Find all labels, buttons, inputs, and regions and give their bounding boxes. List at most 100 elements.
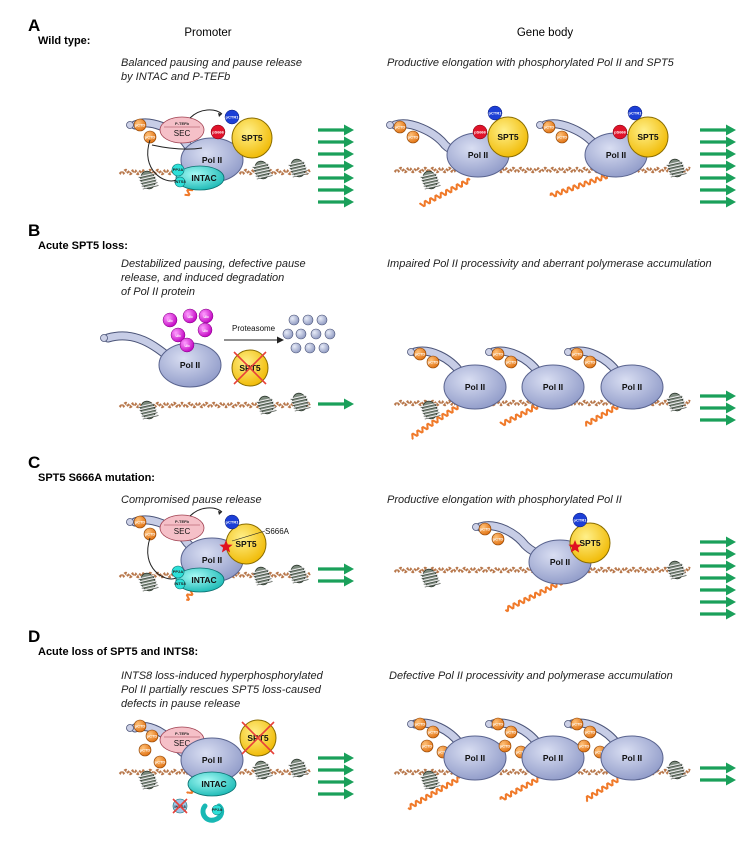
arrow-head: [344, 752, 354, 764]
nucleosome-wrap: [254, 768, 271, 774]
ps666-phospho: [612, 124, 628, 140]
pctr1-phospho: [572, 512, 588, 528]
ptefb-label: P-TEFb: [175, 731, 190, 736]
nucleosome-wrap: [141, 182, 158, 187]
nucleosome: [666, 158, 687, 178]
nucleosome-wrap: [138, 772, 155, 778]
pctd-phospho: [583, 725, 597, 739]
ubiquitin: [179, 337, 195, 353]
nucleosome-wrap: [666, 394, 683, 400]
pol2-label: Pol II: [622, 382, 642, 392]
pol2-complex: [521, 364, 585, 410]
nucleosome-wrap: [290, 573, 307, 578]
ps666-phospho: [472, 124, 488, 140]
nucleosome-wrap: [139, 776, 156, 781]
nucleosome-wrap: [669, 572, 686, 577]
nucleosome-wrap: [140, 778, 157, 784]
nucleosome-wrap: [294, 406, 311, 412]
pp2a-label: PP2A: [212, 807, 223, 812]
arrow-head: [218, 511, 222, 515]
nucleosome-wrap: [666, 161, 683, 167]
ints8-subunit: [174, 176, 186, 188]
pctd-label: pCTD: [585, 729, 596, 734]
nucleosome-wrap: [254, 574, 271, 580]
ubiquitin: [197, 322, 213, 338]
nucleosome-wrap: [258, 404, 275, 409]
nucleosome-wrap: [141, 782, 158, 787]
nucleosome-wrap: [669, 169, 686, 175]
pctd-phospho: [478, 522, 492, 536]
nucleosome: [252, 760, 273, 780]
nucleosome-wrap: [253, 766, 270, 771]
nucleosome-wrap: [423, 182, 440, 187]
s666a-pointer: [231, 530, 266, 542]
nucleosome-wrap: [141, 181, 158, 187]
pctd-label: pCTD: [155, 759, 166, 764]
nucleosome-wrap: [424, 784, 441, 790]
pctd-label: pCTD: [145, 134, 156, 139]
nucleosome-wrap: [668, 167, 685, 172]
pol2-label: Pol II: [465, 382, 485, 392]
nucleosome-wrap: [294, 407, 311, 412]
nucleosome: [420, 170, 441, 190]
nucleosome-wrap: [289, 163, 306, 169]
nascent-rna: [407, 775, 461, 811]
nucleosome-wrap: [259, 407, 276, 412]
nucleosome-wrap: [422, 576, 439, 582]
promoter-description: INTS8 loss-induced hyperphosphorylated: [121, 670, 324, 682]
nucleosome-wrap: [421, 775, 438, 781]
nucleosome-wrap: [668, 400, 685, 406]
arrow-head: [726, 572, 736, 584]
pol2-label: Pol II: [550, 557, 570, 567]
nucleosome-wrap: [254, 575, 271, 580]
nucleosome-wrap: [668, 568, 685, 574]
arrow-head: [726, 196, 736, 208]
nucleosome-wrap: [670, 407, 687, 412]
arrow-head: [726, 136, 736, 148]
intac-complex: [175, 567, 225, 593]
nucleosome-wrap: [668, 401, 685, 406]
nucleosome-wrap: [141, 584, 158, 589]
pol2-label: Pol II: [468, 150, 488, 160]
gene-body-description: Productive elongation with phosphorylate…: [387, 57, 675, 69]
panel-a-text: A Wild type: Balanced pausing and pause …: [28, 16, 675, 83]
arrow-head: [344, 776, 354, 788]
nucleosome-wrap: [422, 179, 439, 184]
pp2a-subunit: [211, 804, 223, 816]
nucleosome-wrap: [139, 578, 156, 583]
nucleosome-wrap: [290, 767, 307, 772]
nucleosome-wrap: [670, 173, 687, 178]
sec-complex: [159, 514, 205, 542]
nucleosome-wrap: [292, 172, 309, 178]
pp2a-subunit: [171, 163, 185, 177]
ptefb-label: P-TEFb: [175, 121, 190, 126]
pctr1-phospho: [224, 514, 240, 530]
pctd-phospho: [133, 719, 147, 733]
nucleosome-wrap: [423, 412, 440, 417]
arrow-head: [277, 336, 284, 344]
pctd-phospho: [570, 717, 584, 731]
arrow-head: [726, 390, 736, 402]
panel-title: SPT5 S666A mutation:: [38, 472, 155, 484]
nucleosome-wrap: [423, 782, 440, 787]
nucleosome-wrap: [670, 406, 687, 412]
intac-label: INTAC: [191, 575, 216, 585]
nucleosome: [252, 566, 273, 586]
arrow-head: [344, 563, 354, 575]
regulation-arrow: [189, 507, 223, 517]
degraded-fragment: [302, 314, 314, 326]
pctr1-label: pCTR1: [226, 519, 240, 524]
nucleosome-wrap: [669, 571, 686, 577]
arrow-head: [218, 113, 222, 117]
nucleosome-wrap: [141, 412, 158, 417]
pctd-phospho: [542, 120, 556, 134]
nucleosome-wrap: [260, 410, 277, 415]
degraded-fragment: [304, 342, 316, 354]
gene-body-description: Productive elongation with phosphorylate…: [387, 494, 622, 506]
nucleosome-wrap: [420, 402, 437, 408]
pctd-label: pCTD: [428, 359, 439, 364]
nucleosome-wrap: [670, 775, 687, 780]
pctd-label: pCTD: [557, 134, 568, 139]
pctd-phospho: [413, 347, 427, 361]
